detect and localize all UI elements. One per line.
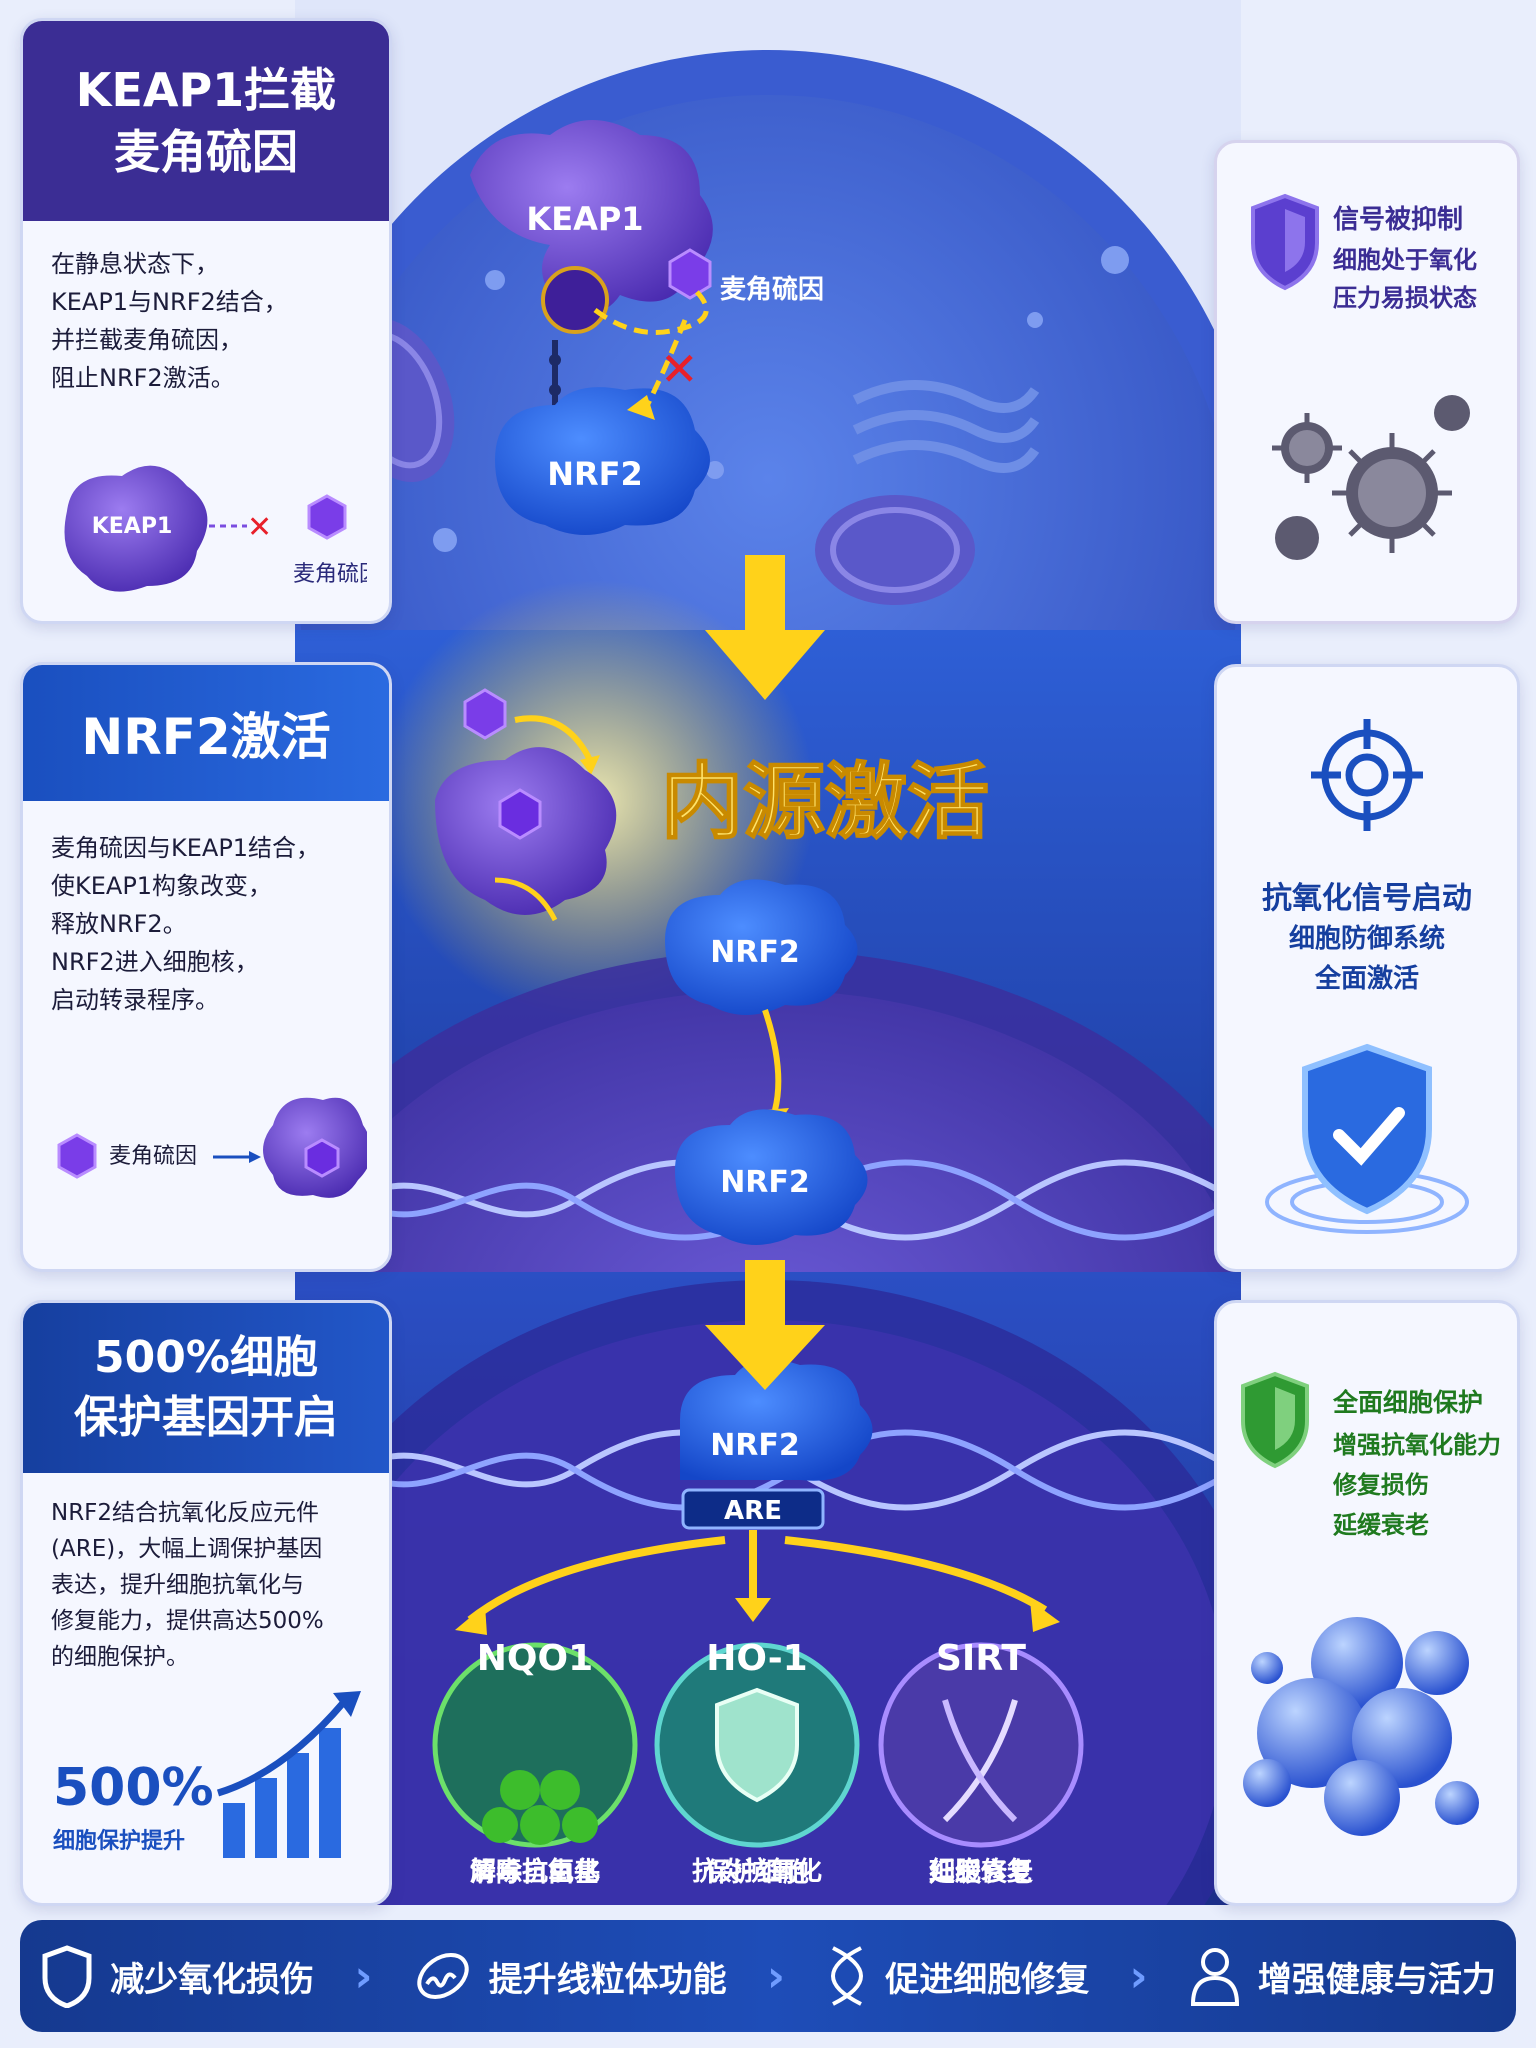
benefit-bar: 减少氧化损伤 › 提升线粒体功能 › 促进细胞修复 › 增强健康与活力 [20, 1920, 1516, 2032]
dna-icon [942, 1699, 1018, 1823]
dna-icon [831, 1946, 864, 2006]
nrf2-top-label: NRF2 [547, 455, 643, 493]
svg-text:SIRT: SIRT [936, 1638, 1026, 1679]
ergothioneine-top: 麦角硫因 ✕ [593, 248, 824, 420]
panel-500-text: NRF2结合抗氧化反应元件 (ARE)，大幅上调保护基因 表达，提升细胞抗氧化与… [51, 1500, 324, 1670]
svg-text:麦角硫因: 麦角硫因 [720, 274, 824, 305]
svg-text:解毒抗氧化: 解毒抗氧化 [470, 1856, 600, 1887]
gene-ho1-line2: 保护细胞 [704, 1858, 809, 1888]
benefit-item-3: 促进细胞修复 [825, 1944, 1089, 2008]
right-panel-suppressed: 信号被抑制 细胞处于氧化 压力易损状态 [1214, 140, 1520, 624]
keap1-top-molecule: KEAP1 [470, 120, 713, 410]
panel-nrf2: NRF2激活 麦角硫因与KEAP1结合， 使KEAP1构象改变， 释放NRF2。… [20, 662, 392, 1272]
panel-nrf2-text: 麦角硫因与KEAP1结合， 使KEAP1构象改变， 释放NRF2。 NRF2进入… [51, 834, 321, 1014]
panel-keap1-text: 在静息状态下， KEAP1与NRF2结合， 并拦截麦角硫因， 阻止NRF2激活。 [51, 250, 288, 392]
chevron-right-icon: › [766, 1950, 786, 2002]
are-label: ARE [724, 1496, 782, 1526]
activation-title: 内源激活 [661, 755, 989, 850]
arrow-down-2 [705, 1325, 825, 1390]
svg-text:麦角硫因: 麦角硫因 [109, 1144, 197, 1169]
benefit-item-1: 减少氧化损伤 [40, 1944, 314, 2008]
svg-text:KEAP1: KEAP1 [92, 514, 173, 539]
right3-title: 全面细胞保护 [1333, 1388, 1484, 1417]
person-icon [1190, 1948, 1239, 2006]
stat-value: 500% [53, 1758, 214, 1818]
virus-icon [1272, 395, 1470, 560]
right2-title: 抗氧化信号启动 [1262, 881, 1472, 916]
gene-ho1: HO-1 抗炎抗氧化 [654, 1638, 860, 1887]
gene-sirt: SIRT 细胞修复 [878, 1638, 1084, 1887]
svg-text:抗炎抗氧化: 抗炎抗氧化 [692, 1856, 822, 1887]
svg-text:HO-1: HO-1 [706, 1638, 807, 1679]
panel-500-title: 500%细胞 保护基因开启 [23, 1303, 389, 1473]
keap1-top-label: KEAP1 [526, 200, 643, 238]
chevron-right-icon: › [1129, 1950, 1148, 2002]
shield-icon [42, 1945, 92, 2008]
svg-text:NRF2: NRF2 [710, 1428, 800, 1463]
svg-text:NRF2: NRF2 [710, 935, 800, 970]
nrf2-nucleus-molecule: NRF2 [675, 1109, 868, 1245]
mitochondria-icon [417, 1953, 469, 1999]
check-shield-icon [1265, 1043, 1469, 1234]
svg-text:NQO1: NQO1 [477, 1638, 593, 1679]
stat-label: 细胞保护提升 [53, 1829, 186, 1854]
target-icon [1311, 719, 1423, 831]
bubbles-icon [1243, 1617, 1479, 1836]
panel-keap1-title: KEAP1拦截 麦角硫因 [23, 21, 389, 221]
nrf2-mid-molecule: NRF2 [665, 879, 858, 1015]
arrow-down-1 [705, 630, 825, 700]
svg-text:细胞修复: 细胞修复 [929, 1856, 1034, 1887]
gene-nqo1-line2: 清除自由基 [469, 1858, 600, 1888]
benefit-item-4: 增强健康与活力 [1188, 1944, 1496, 2008]
shield-icon [1251, 193, 1319, 291]
center-illustration: KEAP1 NRF2 麦角硫因 ✕ [295, 0, 1241, 1905]
right-panel-activation: 抗氧化信号启动 细胞防御系统 全面激活 [1214, 664, 1520, 1272]
benefit-item-2: 提升线粒体功能 [413, 1946, 727, 2006]
right-panel-protection: 全面细胞保护 增强抗氧化能力 修复损伤 延缓衰老 [1214, 1300, 1520, 1906]
bar-chart-icon [216, 1691, 361, 1858]
panel-500: 500%细胞 保护基因开启 NRF2结合抗氧化反应元件 (ARE)，大幅上调保护… [20, 1300, 392, 1906]
gene-nqo1: NQO1 解毒抗氧化 [432, 1638, 638, 1887]
right1-title: 信号被抑制 [1333, 205, 1464, 235]
nrf2-dna-molecule: NRF2 [680, 1359, 873, 1481]
gene-sirt-line2: 延缓衰老 [928, 1858, 1033, 1888]
blocked-x-icon: ✕ [660, 342, 699, 396]
svg-text:NRF2: NRF2 [720, 1165, 810, 1200]
svg-text:麦角硫因: 麦角硫因 [293, 562, 367, 587]
shield-icon [715, 1687, 799, 1803]
green-shield-icon [1241, 1371, 1309, 1469]
chevron-right-icon: › [354, 1950, 373, 2002]
panel-keap1: KEAP1拦截 麦角硫因 在静息状态下， KEAP1与NRF2结合， 并拦截麦角… [20, 18, 392, 624]
are-box [681, 1488, 825, 1530]
nrf2-top-molecule: NRF2 [495, 387, 710, 535]
svg-text:✕: ✕ [247, 510, 272, 545]
panel-nrf2-title: NRF2激活 [23, 665, 389, 801]
